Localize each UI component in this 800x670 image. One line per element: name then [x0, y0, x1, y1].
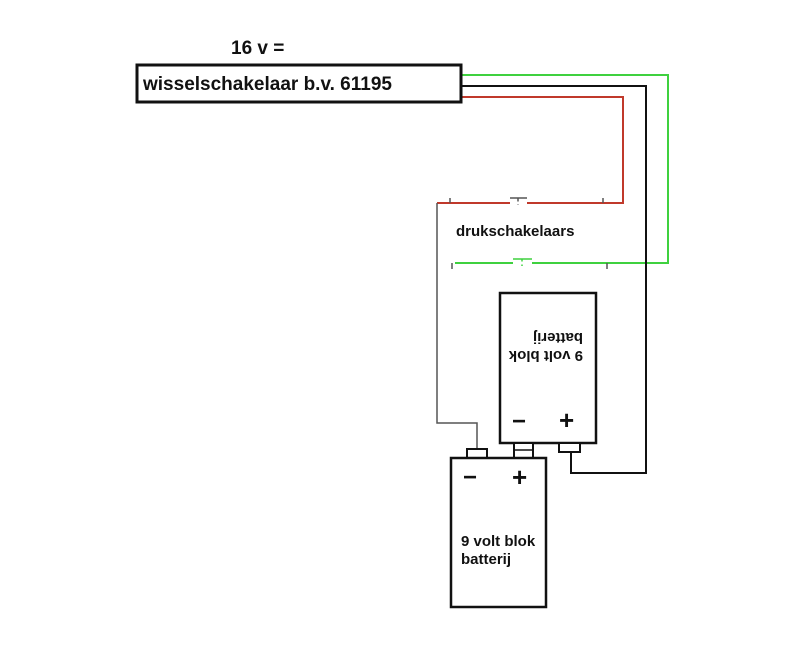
battery-bottom-minus-terminal: [466, 448, 488, 459]
green-wire: [455, 74, 669, 264]
battery-bottom-plus: +: [512, 462, 527, 492]
push-buttons-label: drukschakelaars: [456, 223, 574, 240]
battery-top-line1: 9 volt blok: [508, 347, 583, 364]
battery-bottom-minus: −: [463, 464, 477, 491]
switch-box: [135, 63, 463, 104]
battery-top-minus: −: [512, 408, 526, 435]
push-switch-bottom: [451, 258, 608, 269]
battery-bottom-line2: batterij: [461, 551, 511, 568]
switch-box-label: wisselschakelaar b.v. 61195: [142, 74, 392, 95]
gray-wire: [436, 203, 478, 452]
battery-top-plus: +: [559, 405, 574, 435]
black-wire: [462, 85, 647, 474]
battery-bottom: [449, 456, 548, 609]
battery-top: [498, 291, 598, 445]
battery-bottom-line1: 9 volt blok: [461, 533, 536, 550]
push-switch-top: [449, 197, 604, 205]
battery-top-plus-terminal: [558, 442, 581, 453]
red-wire: [437, 96, 624, 204]
battery-top-line2: batterij: [533, 329, 583, 346]
voltage-label: 16 v =: [231, 38, 284, 59]
